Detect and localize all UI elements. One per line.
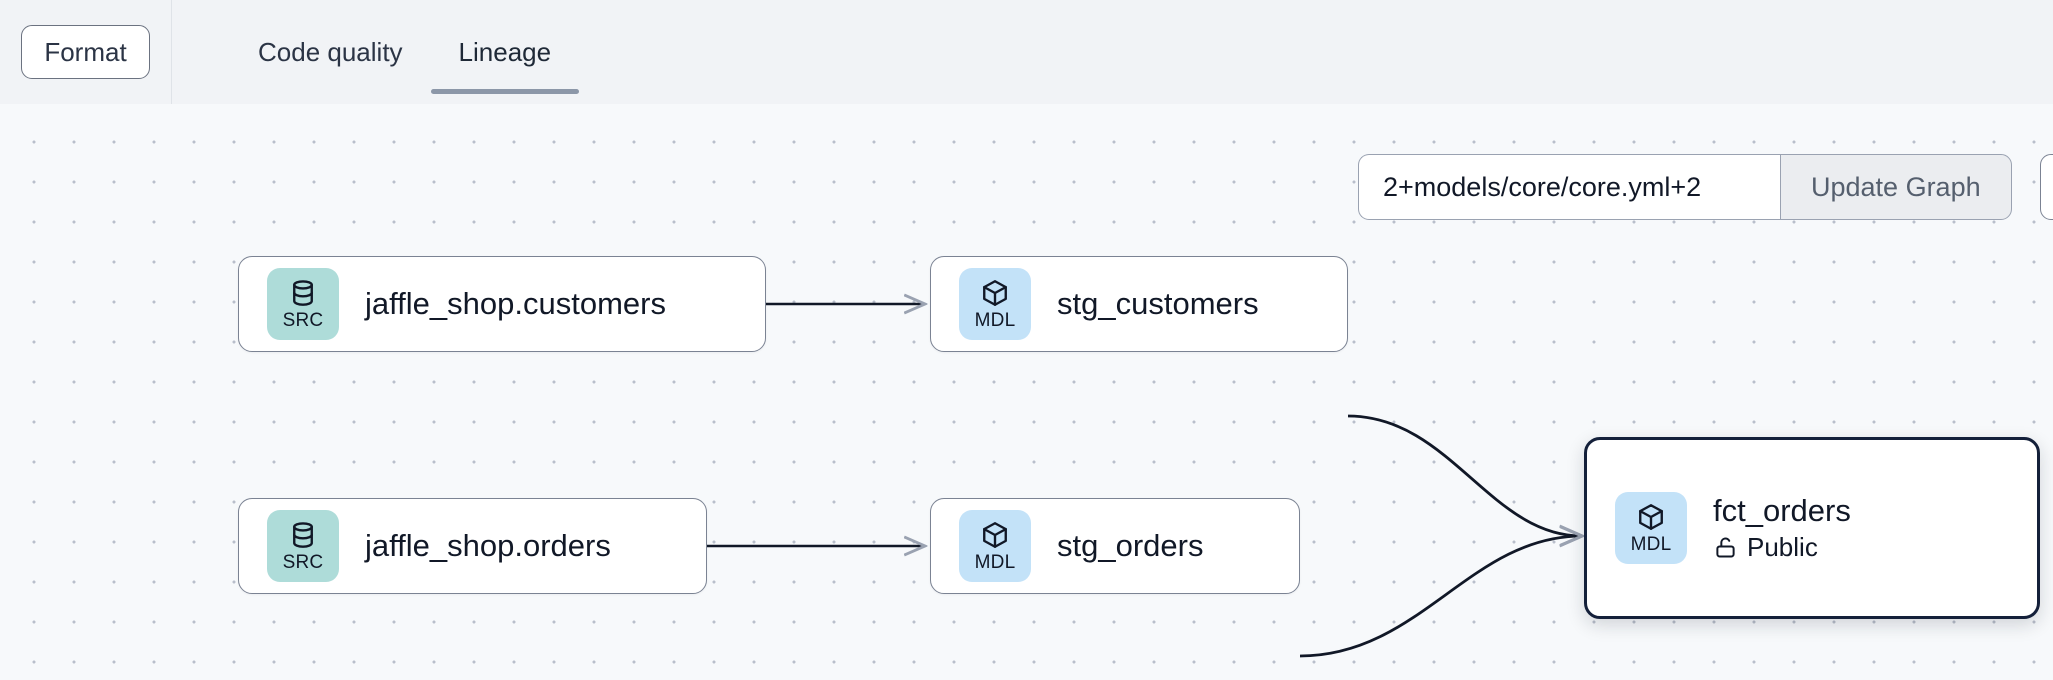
database-icon — [293, 522, 313, 548]
toolbar: Format Code quality Lineage — [0, 0, 2053, 104]
node-body: fct_orders Public — [1713, 493, 1851, 563]
badge-label: MDL — [974, 310, 1016, 331]
unlock-icon — [1716, 537, 1735, 558]
node-fct-orders[interactable]: MDL fct_orders Public — [1584, 437, 2040, 619]
cube-icon — [983, 522, 1007, 548]
badge-label: SRC — [282, 552, 324, 573]
database-icon — [293, 280, 313, 306]
cube-icon — [983, 280, 1007, 306]
badge-mdl: MDL — [959, 268, 1031, 340]
node-title: stg_orders — [1057, 528, 1204, 564]
badge-label: MDL — [974, 552, 1016, 573]
badge-src: SRC — [267, 268, 339, 340]
node-body: jaffle_shop.orders — [365, 528, 611, 564]
format-button-zone: Format — [0, 0, 172, 104]
node-title: jaffle_shop.orders — [365, 528, 611, 564]
search-input[interactable] — [1383, 171, 1756, 203]
node-access-row: Public — [1713, 531, 1851, 563]
node-jaffle-shop-customers[interactable]: SRC jaffle_shop.customers — [238, 256, 766, 352]
tab-code-quality[interactable]: Code quality — [258, 36, 403, 67]
badge-label: MDL — [1630, 534, 1672, 555]
lineage-canvas[interactable]: SRC jaffle_shop.customers MDL stg_custom… — [0, 104, 2053, 680]
node-stg-orders[interactable]: MDL stg_orders — [930, 498, 1300, 594]
update-graph-button[interactable]: Update Graph — [1780, 154, 2012, 220]
node-title: fct_orders — [1713, 493, 1851, 529]
edge-stg-orders-to-fct — [1299, 536, 1582, 658]
cube-icon — [1639, 504, 1663, 530]
tab-lineage[interactable]: Lineage — [430, 0, 580, 104]
badge-label: SRC — [282, 310, 324, 331]
tab-bar: Code quality Lineage — [172, 0, 579, 104]
node-body: stg_orders — [1057, 528, 1203, 564]
node-title: jaffle_shop.customers — [365, 286, 666, 322]
search-input-wrapper[interactable] — [1358, 154, 1780, 220]
side-panel-edge-button[interactable] — [2040, 154, 2053, 220]
badge-mdl: MDL — [1615, 492, 1687, 564]
node-stg-customers[interactable]: MDL stg_customers — [930, 256, 1348, 352]
node-access-label: Public — [1747, 531, 1818, 562]
badge-mdl: MDL — [959, 510, 1031, 582]
node-body: jaffle_shop.customers — [365, 286, 666, 322]
node-jaffle-shop-orders[interactable]: SRC jaffle_shop.orders — [238, 498, 707, 594]
graph-controls: Update Graph — [1358, 154, 2012, 220]
format-button[interactable]: Format — [21, 25, 150, 79]
node-title: stg_customers — [1057, 286, 1259, 322]
badge-src: SRC — [267, 510, 339, 582]
node-body: stg_customers — [1057, 286, 1259, 322]
edge-stg-customers-to-fct — [1347, 414, 1582, 536]
